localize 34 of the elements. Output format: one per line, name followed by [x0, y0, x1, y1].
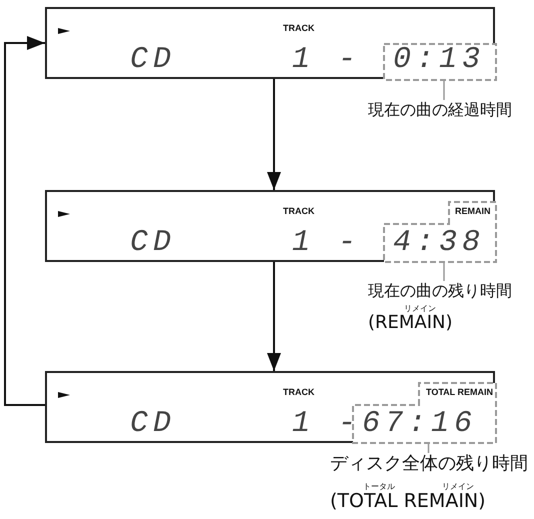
leader-line: [443, 263, 445, 281]
track-number-display: 1 -: [292, 45, 362, 75]
term-text: (REMAIN): [368, 314, 453, 332]
time-display: 0:13: [393, 45, 486, 75]
arrow: [4, 36, 45, 406]
lcd-display-panel: [45, 190, 495, 262]
track-number-display: 1 -: [292, 228, 362, 258]
arrow: [267, 79, 281, 190]
ruby-text: リメイン: [442, 483, 474, 491]
leader-line: [443, 81, 445, 100]
caption-text: ディスク全体の残り時間: [330, 455, 528, 473]
highlight-box: [352, 382, 497, 444]
term-text: (TOTAL REMAIN): [330, 492, 486, 511]
highlight-box: [383, 201, 497, 263]
source-display-text: CD: [130, 45, 176, 75]
indicator-text: TRACK: [283, 388, 314, 397]
source-display-text: CD: [130, 228, 176, 258]
indicator-text: TOTAL REMAIN: [426, 388, 493, 397]
caption-text: 現在の曲の経過時間: [368, 102, 512, 118]
arrow: [267, 262, 281, 371]
time-display: 4:38: [393, 228, 486, 258]
lcd-display-panel: [45, 7, 495, 79]
indicator-text: REMAIN: [455, 207, 490, 216]
indicator-text: TRACK: [283, 207, 314, 216]
leader-line: [428, 444, 430, 453]
time-display: 67:16: [362, 409, 478, 439]
ruby-text: リメイン: [404, 305, 436, 313]
track-number-display: 1 -: [292, 409, 362, 439]
caption-text: 現在の曲の残り時間: [368, 283, 512, 299]
source-display-text: CD: [130, 409, 176, 439]
highlight-box: [383, 43, 497, 81]
lcd-display-panel: [45, 371, 495, 443]
ruby-text: トータル: [363, 483, 395, 491]
indicator-text: TRACK: [283, 24, 314, 33]
